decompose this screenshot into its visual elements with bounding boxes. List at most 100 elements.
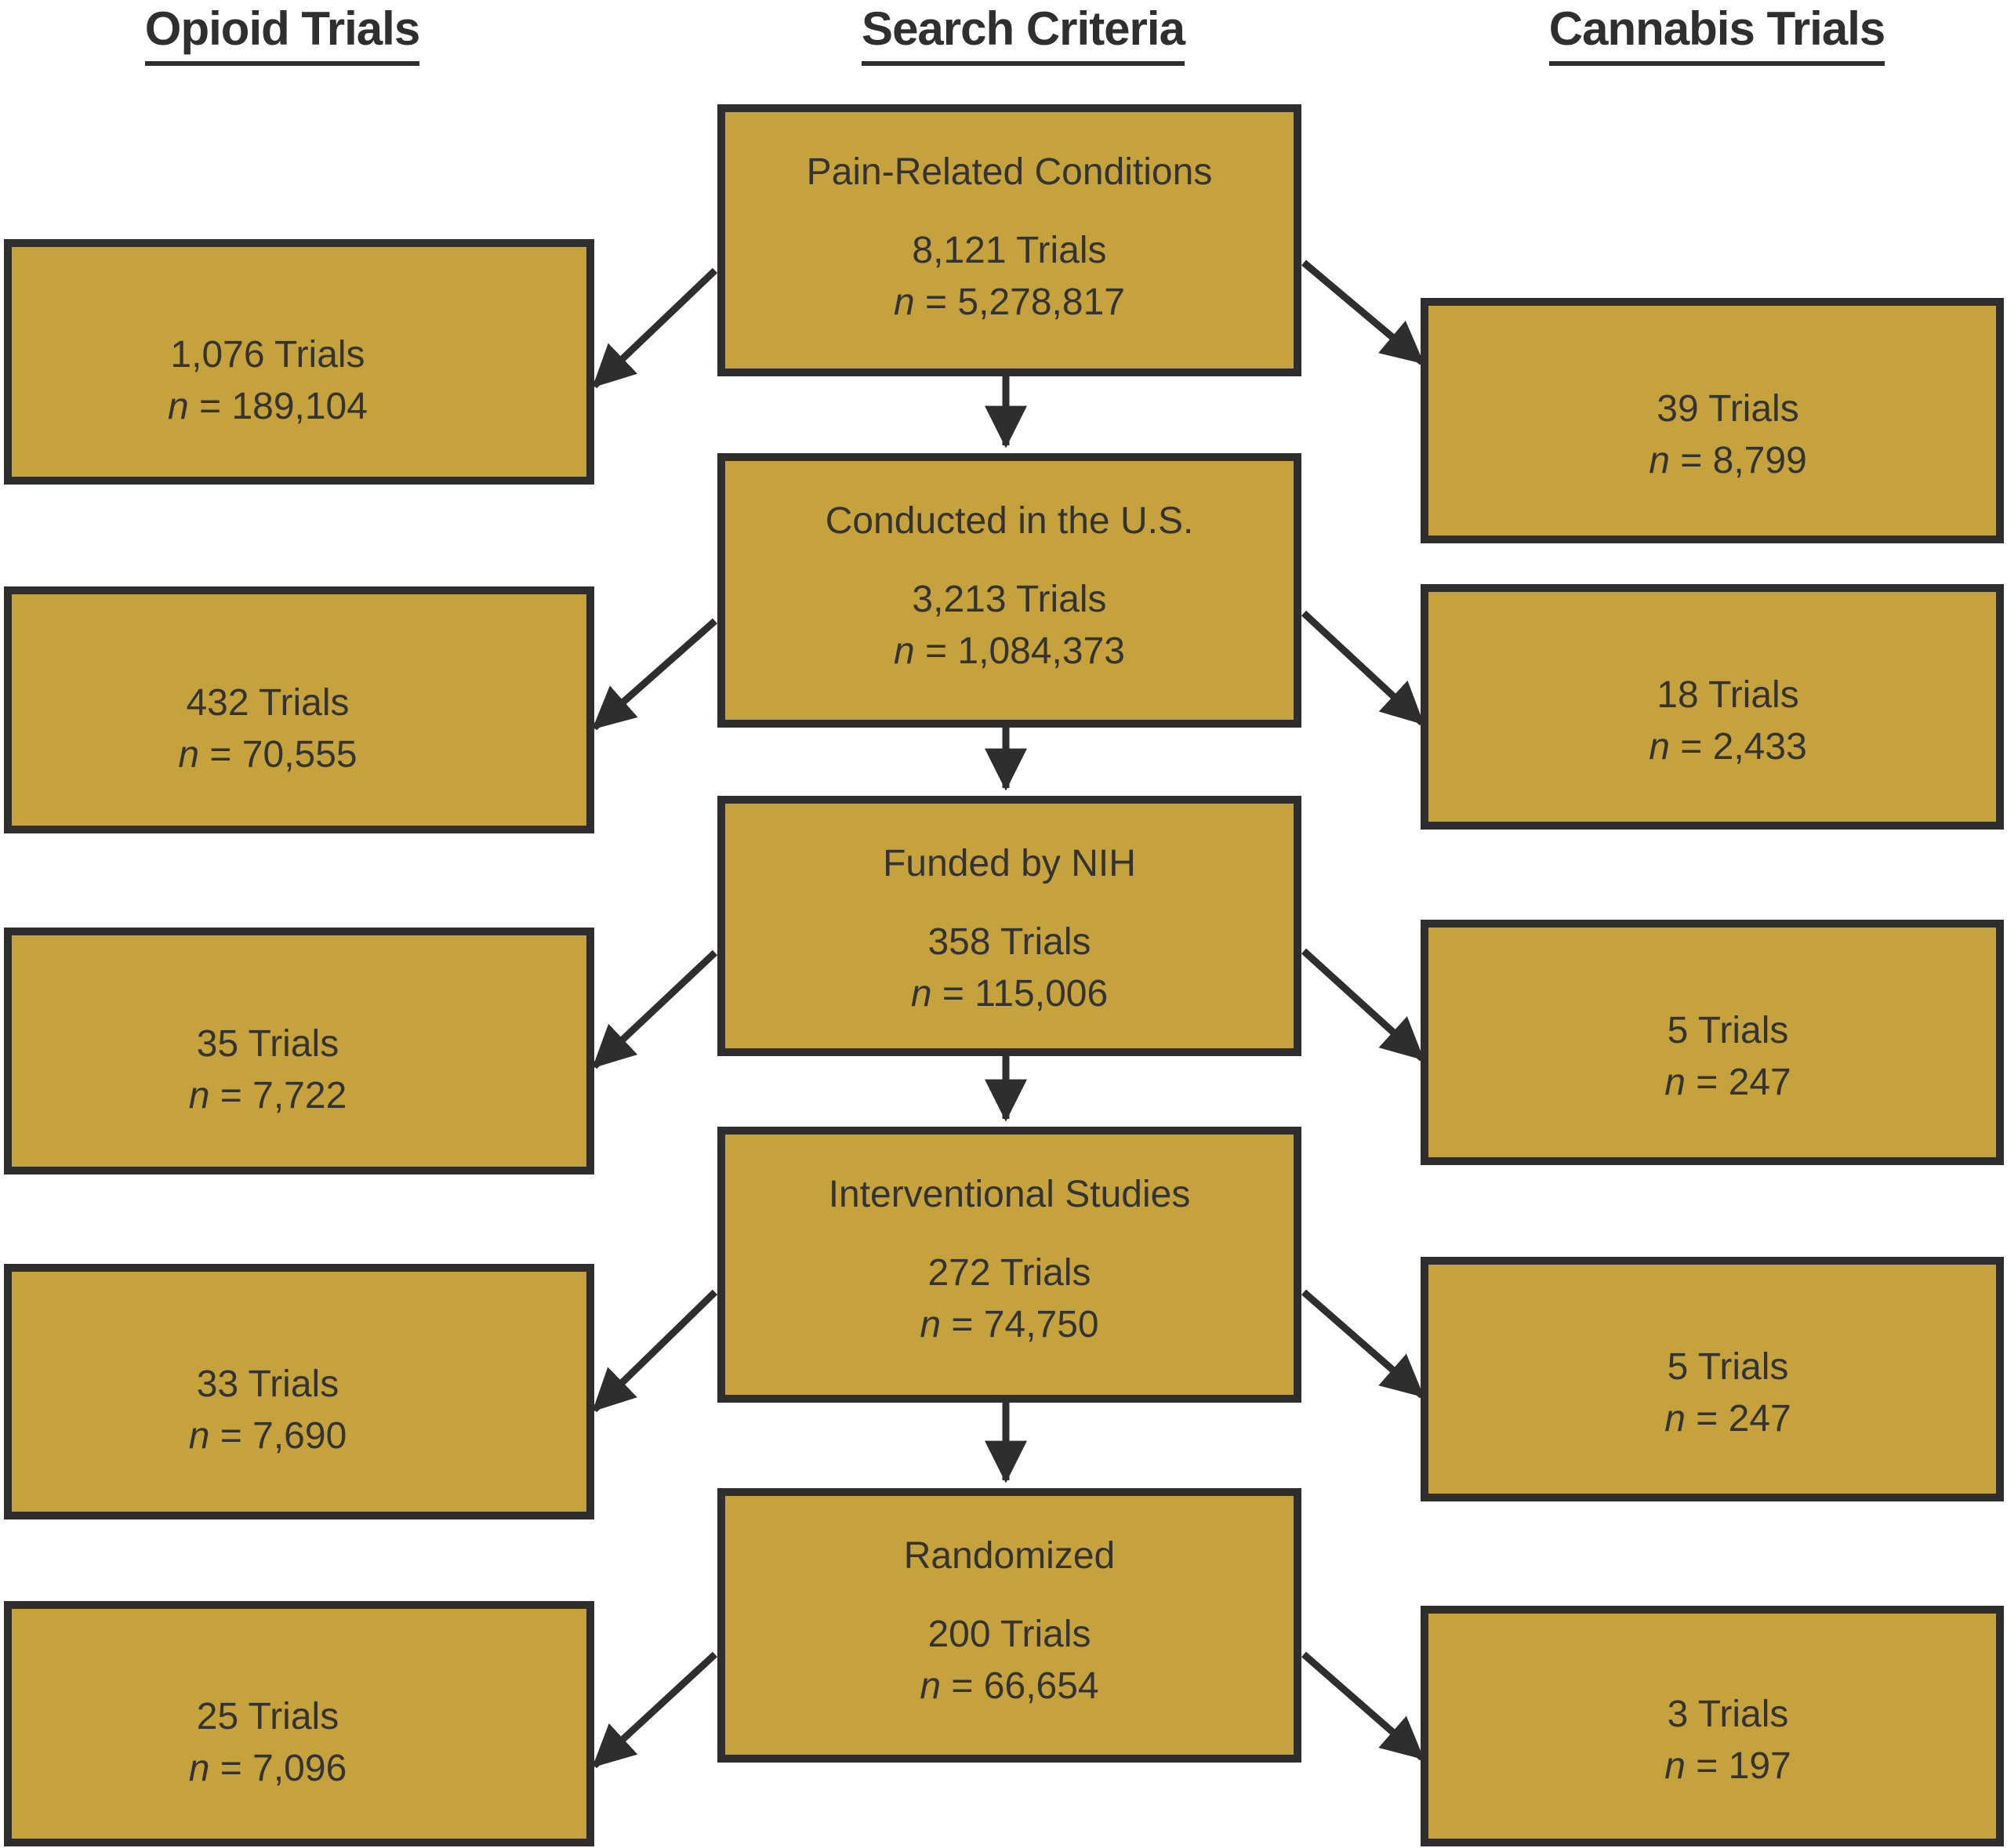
cannabis-box-1: 39 Trials n = 8,799 <box>1421 298 2004 543</box>
n-symbol: n <box>188 1415 210 1457</box>
n-symbol: n <box>178 733 200 775</box>
cannabis-counts: 3 Trials n = 197 <box>1664 1689 1791 1792</box>
n-symbol: n <box>894 630 915 672</box>
n-count: n = 7,722 <box>189 1070 347 1122</box>
criteria-counts: 358 Trials n = 115,006 <box>911 917 1108 1020</box>
n-count: n = 74,750 <box>920 1299 1098 1351</box>
trials-count: 8,121 Trials <box>912 230 1107 271</box>
n-count: n = 197 <box>1664 1741 1791 1792</box>
n-value: = 115,006 <box>931 973 1109 1015</box>
search-criteria-header-label: Search Criteria <box>862 2 1185 66</box>
arrow-criteria-5-to-cannabis-5 <box>1301 1651 1424 1761</box>
criteria-title: Pain-Related Conditions <box>806 151 1213 193</box>
criteria-counts: 272 Trials n = 74,750 <box>920 1247 1098 1351</box>
n-count: n = 8,799 <box>1649 435 1807 487</box>
n-value: = 7,722 <box>209 1074 347 1116</box>
n-symbol: n <box>1664 1061 1686 1103</box>
criteria-box-randomized: Randomized 200 Trials n = 66,654 <box>717 1488 1301 1763</box>
arrow-criteria-4-to-opioid-4 <box>591 1289 718 1413</box>
criteria-counts: 8,121 Trials n = 5,278,817 <box>894 225 1125 329</box>
n-symbol: n <box>910 973 932 1015</box>
trials-count: 3 Trials <box>1667 1693 1789 1735</box>
criteria-counts: 200 Trials n = 66,654 <box>920 1609 1098 1712</box>
cannabis-counts: 5 Trials n = 247 <box>1664 1342 1791 1445</box>
cannabis-counts: 18 Trials n = 2,433 <box>1649 670 1807 773</box>
n-count: n = 1,084,373 <box>894 626 1125 677</box>
n-count: n = 66,654 <box>920 1661 1098 1712</box>
opioid-box-4: 33 Trials n = 7,690 <box>4 1264 594 1519</box>
n-value: = 70,555 <box>199 733 357 775</box>
n-symbol: n <box>894 281 915 323</box>
criteria-box-conducted-in-us: Conducted in the U.S. 3,213 Trials n = 1… <box>717 453 1301 728</box>
trials-count: 5 Trials <box>1667 1346 1789 1388</box>
n-count: n = 247 <box>1664 1057 1791 1109</box>
opioid-trials-header-label: Opioid Trials <box>144 2 420 66</box>
n-symbol: n <box>1649 439 1670 481</box>
trials-count: 3,213 Trials <box>912 579 1107 620</box>
n-symbol: n <box>920 1304 942 1345</box>
trials-count: 432 Trials <box>186 681 350 724</box>
opioid-counts: 432 Trials n = 70,555 <box>178 677 357 781</box>
opioid-counts: 33 Trials n = 7,690 <box>189 1359 347 1462</box>
n-value: = 1,084,373 <box>914 630 1125 672</box>
arrow-criteria-3-to-opioid-3 <box>591 949 718 1069</box>
n-symbol: n <box>1664 1745 1686 1787</box>
n-value: = 189,104 <box>188 385 368 427</box>
trials-count: 5 Trials <box>1667 1009 1789 1051</box>
trials-count: 18 Trials <box>1657 673 1799 716</box>
criteria-box-funded-by-nih: Funded by NIH 358 Trials n = 115,006 <box>717 796 1301 1056</box>
n-count: n = 7,690 <box>189 1411 347 1462</box>
n-value: = 66,654 <box>941 1665 1099 1707</box>
n-symbol: n <box>1649 725 1670 768</box>
n-symbol: n <box>168 385 189 427</box>
trials-count: 33 Trials <box>196 1363 339 1405</box>
n-symbol: n <box>920 1665 942 1707</box>
n-value: = 7,690 <box>209 1415 347 1457</box>
opioid-counts: 1,076 Trials n = 189,104 <box>168 329 368 433</box>
trials-count: 35 Trials <box>196 1022 339 1065</box>
n-count: n = 189,104 <box>168 381 368 433</box>
arrow-criteria-2-to-cannabis-2 <box>1301 610 1425 726</box>
cannabis-box-3: 5 Trials n = 247 <box>1421 920 2004 1165</box>
opioid-box-3: 35 Trials n = 7,722 <box>4 928 594 1175</box>
n-count: n = 70,555 <box>178 729 357 781</box>
criteria-title: Interventional Studies <box>828 1174 1191 1215</box>
trials-count: 272 Trials <box>927 1252 1091 1294</box>
cannabis-counts: 5 Trials n = 247 <box>1664 1005 1791 1109</box>
arrow-criteria-1-to-opioid-1 <box>591 267 718 389</box>
cannabis-box-2: 18 Trials n = 2,433 <box>1421 584 2004 830</box>
criteria-title: Conducted in the U.S. <box>825 500 1194 542</box>
n-value: = 247 <box>1685 1398 1791 1440</box>
opioid-box-5: 25 Trials n = 7,096 <box>4 1601 594 1846</box>
n-value: = 197 <box>1685 1745 1791 1787</box>
arrow-criteria-4-to-cannabis-4 <box>1301 1289 1424 1399</box>
opioid-trials-header: Opioid Trials <box>110 2 455 66</box>
n-count: n = 2,433 <box>1649 721 1807 773</box>
n-value: = 5,278,817 <box>914 281 1125 323</box>
n-symbol: n <box>1664 1398 1686 1440</box>
trials-count: 358 Trials <box>927 921 1091 963</box>
criteria-box-interventional-studies: Interventional Studies 272 Trials n = 74… <box>717 1127 1301 1403</box>
n-count: n = 5,278,817 <box>894 277 1125 329</box>
criteria-title: Funded by NIH <box>883 843 1136 884</box>
cannabis-counts: 39 Trials n = 8,799 <box>1649 383 1807 487</box>
arrow-criteria-3-to-cannabis-3 <box>1301 948 1425 1062</box>
search-criteria-header: Search Criteria <box>839 2 1207 66</box>
n-value: = 247 <box>1685 1061 1791 1103</box>
arrow-criteria-2-to-opioid-2 <box>592 618 717 731</box>
opioid-box-2: 432 Trials n = 70,555 <box>4 586 594 833</box>
n-value: = 7,096 <box>209 1747 347 1789</box>
n-symbol: n <box>188 1074 210 1116</box>
arrow-criteria-1-to-cannabis-1 <box>1301 260 1424 365</box>
n-count: n = 7,096 <box>189 1743 347 1795</box>
trials-count: 39 Trials <box>1657 387 1799 430</box>
criteria-title: Randomized <box>903 1535 1116 1577</box>
criteria-box-pain-related-conditions: Pain-Related Conditions 8,121 Trials n =… <box>717 104 1301 376</box>
opioid-counts: 35 Trials n = 7,722 <box>189 1018 347 1122</box>
trials-count: 25 Trials <box>196 1695 339 1737</box>
cannabis-trials-header-label: Cannabis Trials <box>1548 2 1885 66</box>
cannabis-box-4: 5 Trials n = 247 <box>1421 1257 2004 1501</box>
cannabis-box-5: 3 Trials n = 197 <box>1421 1606 2004 1846</box>
n-count: n = 115,006 <box>911 968 1108 1020</box>
